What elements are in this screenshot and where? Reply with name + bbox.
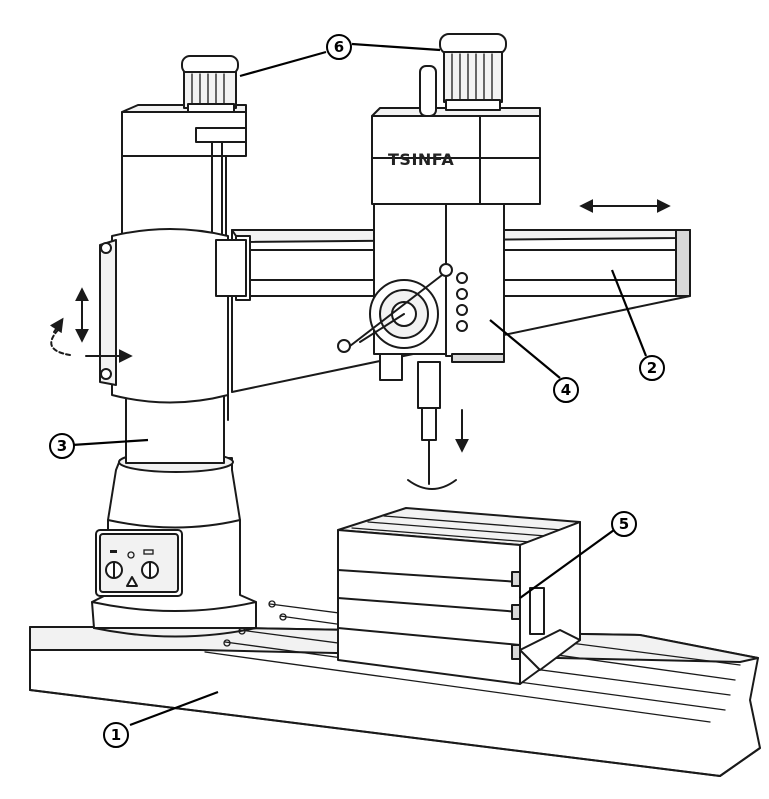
callout-6: 6 bbox=[239, 34, 441, 78]
work-table bbox=[337, 507, 581, 685]
svg-text:3: 3 bbox=[57, 437, 67, 455]
callout-4: 4 bbox=[489, 319, 579, 403]
head-buttons bbox=[456, 272, 468, 332]
warning-triangle-icon bbox=[126, 576, 138, 587]
indicator-lamp-icon bbox=[127, 551, 135, 559]
brand-label: TSINFA bbox=[388, 150, 454, 169]
svg-text:5: 5 bbox=[619, 515, 629, 533]
callout-1: 1 bbox=[103, 690, 219, 748]
control-panel bbox=[95, 529, 183, 597]
callout-2: 2 bbox=[610, 269, 665, 381]
callout-3: 3 bbox=[49, 433, 149, 459]
column-motion-arrows bbox=[49, 287, 133, 363]
callout-5: 5 bbox=[519, 511, 637, 599]
svg-text:1: 1 bbox=[111, 726, 121, 744]
svg-text:2: 2 bbox=[647, 359, 657, 377]
column-top-motor bbox=[181, 55, 239, 113]
svg-text:6: 6 bbox=[334, 38, 344, 56]
feed-handwheel bbox=[337, 263, 453, 353]
arm-sleeve bbox=[99, 228, 247, 404]
spindle-motor bbox=[419, 33, 507, 117]
spindle bbox=[379, 353, 469, 490]
svg-text:4: 4 bbox=[561, 381, 571, 399]
